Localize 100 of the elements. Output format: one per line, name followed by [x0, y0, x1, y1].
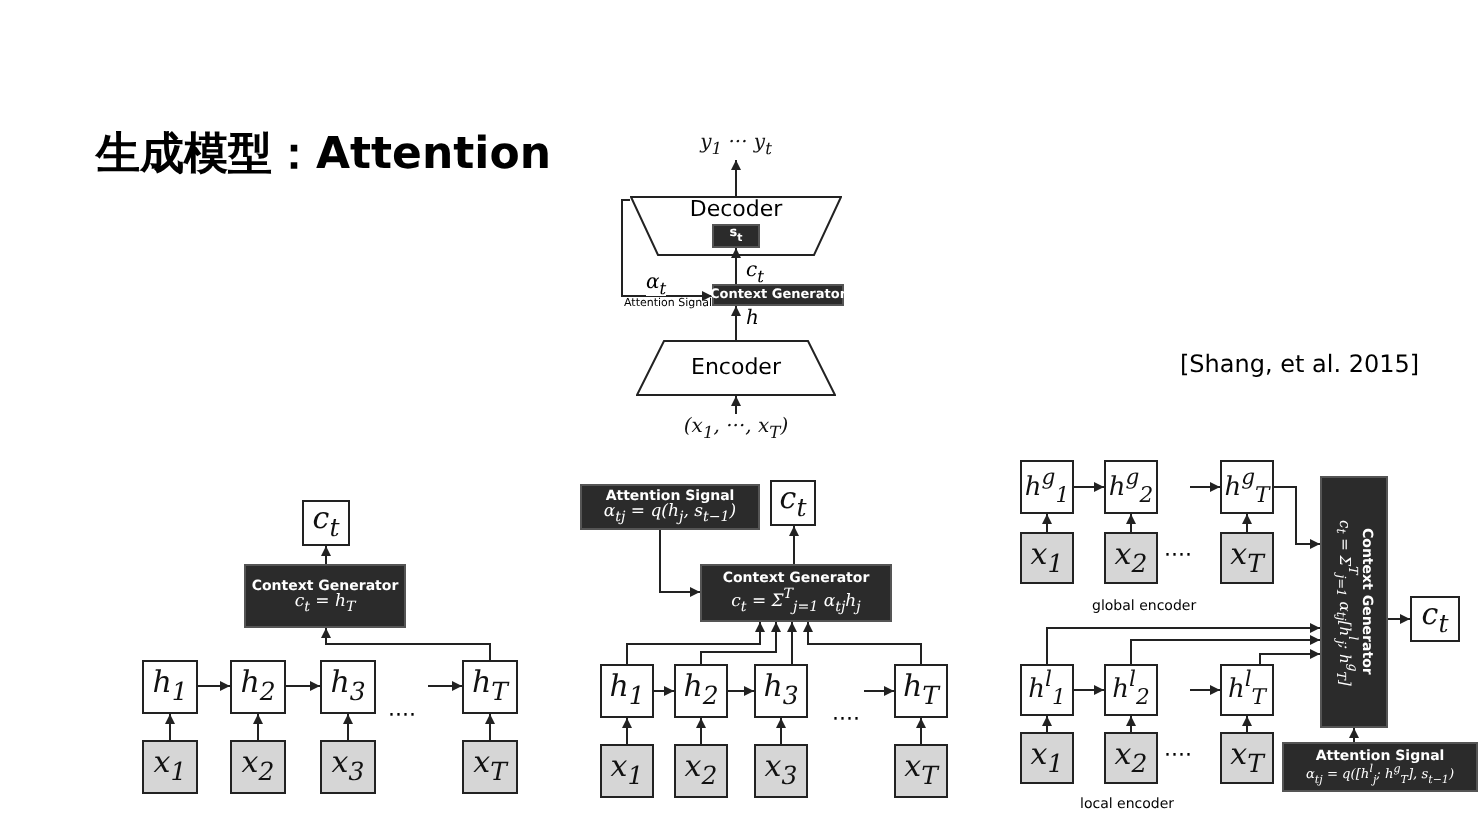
block-title: Decoder [689, 198, 783, 224]
arrow [321, 627, 491, 661]
arrow [700, 621, 781, 665]
input-box [462, 740, 518, 794]
arrow [1042, 715, 1052, 733]
hidden-state-box [462, 660, 518, 714]
symbol-text: h$_{1}$ [152, 666, 188, 708]
ellipsis-dots: ···· [832, 708, 860, 730]
context-vector-box [770, 480, 816, 526]
arrow [1273, 486, 1321, 549]
symbol-text: h$_{T}$ [902, 670, 939, 712]
symbol-text: x$_{T}$ [904, 750, 938, 792]
symbol-text: x$_{T}$ [1230, 537, 1264, 579]
arrow [1349, 727, 1359, 743]
formula-text: y$_{1}$ ··· y$_{t}$ [700, 132, 772, 160]
decoder-trapezoid [630, 196, 842, 256]
formula-text: c$_{t}$ = Σ$^{T}$$_{j=1}$ α$_{tj}$h$_{j}$ [731, 586, 861, 616]
arrow [321, 545, 331, 565]
hidden-state-box [230, 660, 286, 714]
symbol-text: h$_{1}$ [609, 670, 645, 712]
attention-signal-box [1282, 742, 1478, 792]
symbol-text: x$_{1}$ [610, 750, 644, 792]
symbol-text: x$_{2}$ [684, 750, 718, 792]
symbol-text: h$_{3}$ [763, 670, 799, 712]
symbol-text: h$_{2}$ [683, 670, 719, 712]
arrow [1259, 649, 1321, 665]
input-box [1020, 732, 1074, 784]
ellipsis-dots: ···· [388, 704, 416, 726]
hidden-state-box [320, 660, 376, 714]
ellipsis-dots: ···· [1164, 744, 1192, 766]
input-box [1220, 732, 1274, 784]
arrow [1073, 685, 1105, 695]
arrow [731, 305, 741, 341]
arrow [776, 717, 786, 745]
symbol-text: c$_{t}$ [779, 482, 807, 524]
symbol-text: x$_{1}$ [1030, 537, 1064, 579]
arrow [485, 713, 495, 741]
input-box [230, 740, 286, 794]
symbol-text: x$_{1}$ [153, 746, 187, 788]
edge-label: c$_{t}$ [746, 262, 764, 285]
symbol-text: x$_{2}$ [1114, 737, 1148, 779]
arrow [427, 681, 463, 691]
input-box [142, 740, 198, 794]
arrow [731, 395, 741, 415]
input-box [674, 744, 728, 798]
decoder-state-box [712, 224, 760, 248]
input-box [1020, 532, 1074, 584]
arrow [789, 525, 799, 565]
arrow [626, 621, 765, 665]
hidden-state-box [1020, 664, 1074, 716]
symbol-text: x$_{T}$ [1230, 737, 1264, 779]
symbol-text: x$_{3}$ [764, 750, 798, 792]
input-box [600, 744, 654, 798]
arrow [727, 686, 755, 696]
arrow [285, 681, 321, 691]
input-box [1104, 532, 1158, 584]
context-vector-box [302, 500, 350, 546]
citation-text: [Shang, et al. 2015] [1180, 352, 1420, 376]
hidden-state-box [1104, 664, 1158, 716]
hidden-state-box [674, 664, 728, 718]
input-box [1104, 732, 1158, 784]
arrow [622, 717, 632, 745]
edge-label: h [746, 310, 759, 330]
arrow [731, 247, 741, 285]
arrow [731, 159, 741, 197]
arrow [1130, 635, 1321, 665]
hidden-state-box [894, 664, 948, 718]
symbol-text: x$_{2}$ [241, 746, 275, 788]
symbol-text: x$_{1}$ [1030, 737, 1064, 779]
arrow [165, 713, 175, 741]
arrow [1242, 513, 1252, 533]
arrow [787, 621, 797, 665]
arrow [1042, 513, 1052, 533]
slide-title: 生成模型：Attention [96, 128, 551, 184]
formula-text: c$_{t}$ = h$_{T}$ [294, 593, 356, 615]
arrow [659, 529, 701, 597]
arrow [197, 681, 231, 691]
arrow [916, 717, 926, 745]
encoder-trapezoid [636, 340, 836, 396]
input-box [1220, 532, 1274, 584]
input-box [320, 740, 376, 794]
arrow [1242, 715, 1252, 733]
hidden-state-box [600, 664, 654, 718]
arrow [1189, 685, 1221, 695]
ellipsis-dots: ···· [1164, 544, 1192, 566]
arrow [803, 621, 922, 665]
hidden-state-box [142, 660, 198, 714]
symbol-text: x$_{3}$ [331, 746, 365, 788]
symbol-text: h$_{2}$ [240, 666, 276, 708]
arrow [253, 713, 263, 741]
arrow [696, 717, 706, 745]
symbol-text: x$_{2}$ [1114, 537, 1148, 579]
input-box [894, 744, 948, 798]
hidden-state-box [754, 664, 808, 718]
arrow [1046, 623, 1321, 665]
context-generator-box [1320, 476, 1388, 728]
context-generator-box [712, 284, 844, 306]
symbol-text: c$_{t}$ [1421, 598, 1449, 640]
formula-text: α$_{tj}$ = q(h$_{j}$, s$_{t−1}$) [603, 504, 737, 526]
arrow [1126, 513, 1136, 533]
